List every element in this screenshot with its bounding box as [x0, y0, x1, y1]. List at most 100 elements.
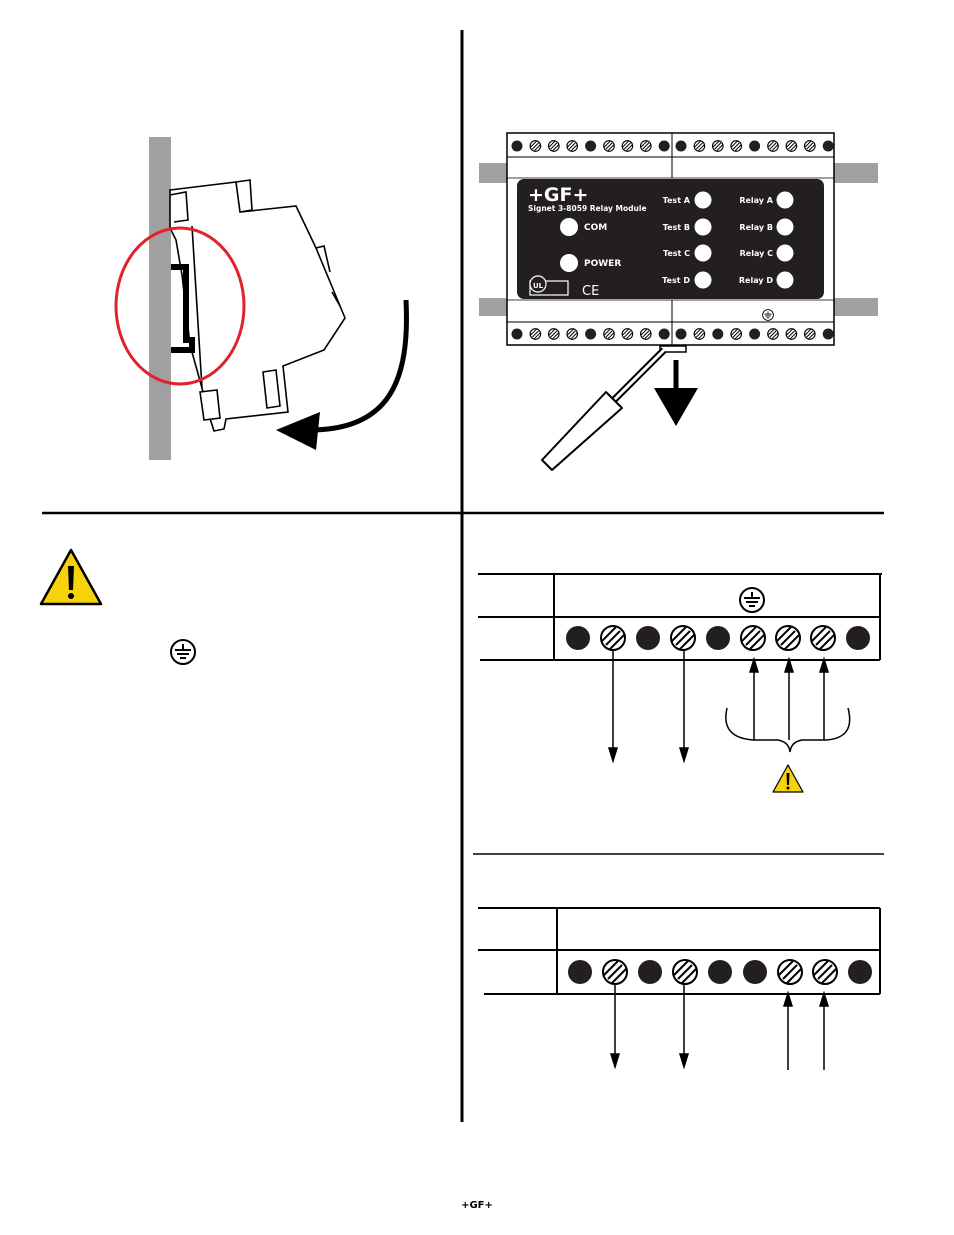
terminal-blank: [511, 328, 523, 340]
terminal-screw: [711, 140, 724, 152]
terminal-screw: [603, 140, 615, 152]
terminal-screw: [730, 140, 743, 152]
terminal-blank: [675, 328, 687, 340]
terminal-row-1: [566, 625, 870, 651]
terminal-screw: [639, 140, 652, 152]
terminal-screw: [730, 328, 743, 340]
terminal-blank: [848, 960, 872, 984]
screwdriver-icon: [541, 345, 687, 471]
terminal-screw: [767, 328, 779, 340]
ground-icon: [762, 309, 774, 321]
rotate-arrow-head: [276, 412, 320, 450]
terminal-screw: [621, 328, 634, 340]
rail-tab-bl: [479, 298, 509, 316]
warning-notice: [39, 548, 196, 665]
test-led-label: Test C: [663, 249, 690, 258]
terminal-blank: [822, 140, 834, 152]
terminal-blank: [636, 626, 660, 650]
test-led-label: Test B: [663, 223, 690, 232]
terminal-blank: [712, 328, 724, 340]
relay-led-group: Relay A Relay B Relay C Relay D: [739, 191, 794, 289]
com-label: COM: [584, 223, 607, 233]
terminal-screw: [775, 625, 801, 651]
terminal-screw: [777, 959, 803, 985]
terminal-screw: [566, 140, 579, 152]
ce-mark: CE: [582, 284, 599, 299]
test-led-group: Test A Test B Test C Test D: [662, 191, 712, 289]
terminal-screw: [603, 328, 615, 340]
rotate-arrow: [309, 299, 409, 433]
terminal-screw: [529, 328, 542, 340]
rail-tab-br: [834, 298, 878, 316]
terminal-row-top: [511, 140, 834, 152]
bracket: [725, 707, 851, 753]
warning-icon: [39, 548, 103, 606]
terminal-blank: [658, 328, 670, 340]
power-label: POWER: [584, 259, 621, 269]
terminal-screw: [670, 625, 696, 651]
terminal-screw: [767, 140, 779, 152]
pull-arrow-head: [654, 388, 698, 426]
terminal-blank: [638, 960, 662, 984]
terminal-blank: [822, 328, 834, 340]
terminal-screw: [602, 959, 628, 985]
front-panel: [517, 179, 824, 299]
relay-led-label: Relay B: [739, 223, 773, 232]
model-name: Signet 3-8059 Relay Module: [528, 204, 647, 213]
rail-tab-tr: [834, 163, 878, 183]
relay-led: [776, 191, 794, 209]
power-led: [560, 254, 578, 272]
test-led: [694, 191, 712, 209]
relay-module-front: +GF+ Signet 3-8059 Relay Module COM POWE…: [479, 132, 878, 471]
com-led: [560, 218, 578, 236]
terminal-blank: [675, 140, 687, 152]
relay-led-label: Relay A: [739, 196, 773, 205]
terminal-screw: [621, 140, 634, 152]
test-led: [694, 244, 712, 262]
wiring-diagram-2: [478, 907, 881, 1070]
terminal-screw: [547, 140, 560, 152]
terminal-screw: [785, 328, 798, 340]
terminal-screw: [547, 328, 560, 340]
warning-icon: [772, 764, 804, 793]
wire-arrows-2: [609, 985, 830, 1070]
din-rail: [149, 137, 171, 460]
din-rail-mounting-figure: [114, 137, 409, 460]
relay-led-label: Relay C: [740, 249, 773, 258]
terminal-blank: [585, 140, 597, 152]
test-led-label: Test A: [663, 196, 691, 205]
terminal-screw: [785, 140, 798, 152]
terminal-screw: [812, 959, 838, 985]
terminal-screw: [566, 328, 579, 340]
svg-text:UL: UL: [533, 282, 544, 290]
terminal-screw: [672, 959, 698, 985]
terminal-row-2: [568, 959, 872, 985]
test-led-label: Test D: [662, 276, 690, 285]
test-led: [694, 271, 712, 289]
terminal-blank: [566, 626, 590, 650]
terminal-blank: [658, 140, 670, 152]
terminal-screw: [740, 625, 766, 651]
terminal-screw: [693, 328, 706, 340]
terminal-row-bottom: [511, 328, 834, 340]
terminal-blank: [585, 328, 597, 340]
terminal-screw: [803, 140, 816, 152]
terminal-blank: [743, 960, 767, 984]
relay-led-label: Relay D: [739, 276, 773, 285]
terminal-screw: [600, 625, 626, 651]
wire-arrows-1: [607, 651, 830, 764]
wiring-diagram-1: [478, 573, 882, 793]
highlight-circle: [114, 226, 246, 386]
terminal-blank: [511, 140, 523, 152]
terminal-blank: [706, 626, 730, 650]
ul-mark: UL: [529, 275, 569, 296]
terminal-screw: [529, 140, 542, 152]
terminal-blank: [846, 626, 870, 650]
terminal-blank: [568, 960, 592, 984]
relay-led: [776, 271, 794, 289]
terminal-screw: [810, 625, 836, 651]
relay-led: [776, 244, 794, 262]
din-clip: [171, 264, 195, 353]
relay-led: [776, 218, 794, 236]
